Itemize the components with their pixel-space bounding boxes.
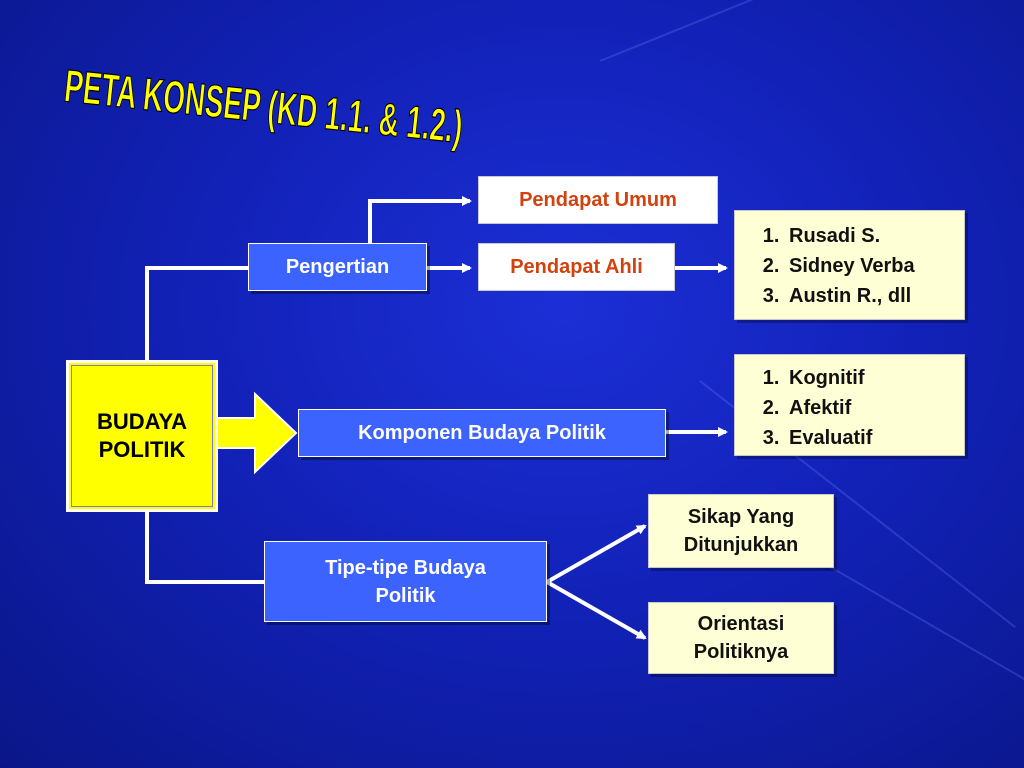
- background-streak: [599, 0, 1024, 62]
- sikap-line-2: Ditunjukkan: [683, 534, 799, 556]
- ahli-list-box: Rusadi S. Sidney Verba Austin R., dll: [734, 210, 965, 320]
- budaya-politik-box: BUDAYA POLITIK: [66, 360, 218, 512]
- list-item: Kognitif: [785, 363, 954, 393]
- tipe-line-2: Politik: [375, 584, 436, 607]
- orientasi-line-2: Politiknya: [693, 641, 789, 663]
- pendapat-ahli-label: Pendapat Ahli: [510, 255, 643, 278]
- pengertian-label: Pengertian: [285, 255, 390, 278]
- list-item: Sidney Verba: [785, 251, 954, 281]
- komponen-box: Komponen Budaya Politik: [298, 409, 666, 457]
- orientasi-line-1: Orientasi: [697, 613, 785, 635]
- tipe-box: Tipe-tipe Budaya Politik: [264, 541, 547, 622]
- sikap-box: Sikap Yang Ditunjukkan: [648, 494, 834, 568]
- pendapat-umum-label: Pendapat Umum: [519, 188, 677, 211]
- pendapat-umum-box: Pendapat Umum: [478, 176, 718, 224]
- komponen-list-box: Kognitif Afektif Evaluatif: [734, 354, 965, 456]
- pengertian-box: Pengertian: [248, 243, 427, 291]
- ahli-list: Rusadi S. Sidney Verba Austin R., dll: [747, 221, 954, 311]
- main-arrow: [213, 391, 298, 475]
- list-item: Rusadi S.: [785, 221, 954, 251]
- sikap-line-1: Sikap Yang: [687, 506, 795, 528]
- list-item: Evaluatif: [785, 423, 954, 453]
- pendapat-ahli-box: Pendapat Ahli: [478, 243, 675, 291]
- orientasi-box: Orientasi Politiknya: [648, 602, 834, 674]
- list-item: Austin R., dll: [785, 281, 954, 311]
- title-text: PETA KONSEP (KD 1.1. & 1.2.): [62, 59, 465, 153]
- page-title: PETA KONSEP (KD 1.1. & 1.2.): [42, 59, 482, 172]
- komponen-list: Kognitif Afektif Evaluatif: [747, 363, 954, 453]
- main-line-2: POLITIK: [98, 437, 186, 462]
- main-line-1: BUDAYA: [96, 409, 188, 434]
- list-item: Afektif: [785, 393, 954, 423]
- background-streak: [819, 560, 1024, 712]
- komponen-label: Komponen Budaya Politik: [358, 421, 606, 444]
- tipe-line-1: Tipe-tipe Budaya: [325, 556, 486, 579]
